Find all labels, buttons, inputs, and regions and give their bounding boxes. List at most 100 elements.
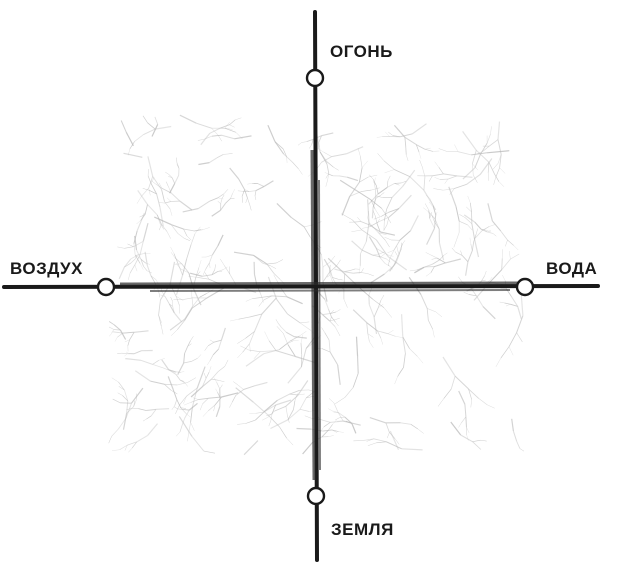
texture-branch — [518, 306, 522, 318]
texture-branch — [182, 298, 193, 300]
texture-branch — [358, 357, 359, 374]
texture-branch — [374, 308, 378, 317]
texture-branch — [157, 194, 160, 207]
texture-branch — [509, 347, 513, 356]
texture-branch — [387, 181, 388, 188]
texture-branch — [179, 396, 186, 405]
texture-branch — [464, 292, 469, 294]
texture-branch — [188, 378, 196, 383]
texture-branch — [387, 432, 389, 438]
texture-branch — [404, 353, 406, 367]
texture-branch — [322, 349, 330, 352]
texture-branch — [388, 334, 396, 337]
texture-branch — [280, 427, 287, 438]
texture-branch — [209, 366, 211, 372]
texture-branch — [184, 361, 192, 363]
texture-branch — [381, 257, 387, 259]
texture-branch — [278, 323, 281, 327]
texture-branch — [485, 271, 487, 276]
texture-branch — [122, 353, 128, 354]
texture-branch — [210, 128, 221, 133]
texture-branch — [244, 386, 255, 390]
texture-branch — [388, 132, 393, 135]
texture-branch — [184, 238, 190, 240]
texture-branch — [392, 186, 403, 197]
texture-branch — [459, 221, 467, 225]
texture-branch — [429, 176, 432, 182]
texture-branch — [245, 190, 248, 198]
texture-branch — [387, 197, 393, 209]
texture-branch — [185, 306, 193, 319]
texture-branch — [221, 125, 230, 128]
texture-branch — [322, 328, 325, 333]
texture-branch — [521, 294, 523, 316]
texture-branch — [218, 366, 225, 371]
texture-branch — [181, 371, 185, 372]
texture-branch — [422, 167, 425, 177]
texture-branch — [246, 420, 256, 423]
texture-branch — [359, 168, 362, 183]
texture-branch — [489, 162, 495, 174]
node-right — [517, 279, 533, 295]
vertical-axis-rough-2 — [319, 180, 320, 470]
texture-branch — [354, 222, 361, 223]
texture-branch — [170, 184, 175, 194]
texture-branch — [130, 332, 135, 340]
texture-branch — [402, 314, 403, 337]
texture-branch — [301, 348, 306, 367]
texture-branch — [368, 334, 370, 342]
texture-branch — [174, 313, 181, 322]
texture-branch — [147, 416, 152, 419]
texture-branch — [187, 433, 188, 441]
texture-branch — [472, 150, 476, 164]
texture-branch — [385, 240, 389, 247]
texture-branch — [345, 387, 353, 397]
texture-branch — [172, 178, 175, 184]
texture-branch — [344, 299, 348, 308]
node-top — [307, 70, 323, 86]
texture-branch — [218, 201, 221, 204]
texture-branch — [514, 245, 519, 250]
texture-branch — [268, 125, 275, 142]
texture-branch — [380, 258, 385, 264]
texture-branch — [277, 260, 284, 263]
texture-branch — [213, 349, 218, 355]
texture-branch — [203, 270, 205, 275]
texture-branch — [284, 154, 293, 162]
texture-branch — [199, 260, 201, 268]
texture-branch — [239, 179, 245, 190]
texture-branch — [427, 308, 436, 311]
texture-branch — [176, 374, 180, 380]
texture-branch — [444, 389, 451, 398]
texture-branch — [496, 358, 501, 367]
texture-branch — [271, 414, 272, 421]
texture-branch — [433, 189, 443, 191]
texture-branch — [242, 190, 245, 197]
label-left: ВОЗДУХ — [10, 259, 83, 278]
texture-branch — [471, 244, 473, 251]
texture-branch — [328, 409, 332, 411]
texture-branch — [322, 255, 323, 267]
texture-branch — [277, 299, 288, 314]
texture-branch — [226, 199, 231, 204]
texture-branch — [176, 372, 181, 373]
texture-branch — [214, 340, 222, 342]
texture-branch — [287, 297, 303, 304]
texture-branch — [508, 240, 514, 245]
texture-branch — [191, 358, 197, 361]
texture-branch — [126, 132, 133, 146]
texture-branch — [198, 201, 209, 208]
texture-branch — [466, 417, 467, 427]
texture-branch — [292, 162, 298, 169]
texture-branch — [330, 352, 338, 365]
texture-branch — [165, 172, 169, 174]
texture-branch — [145, 205, 147, 215]
texture-branch — [212, 135, 222, 136]
texture-branch — [167, 198, 171, 202]
texture-branch — [230, 120, 236, 125]
texture-branch — [318, 149, 324, 153]
texture-branch — [488, 173, 489, 181]
texture-branch — [335, 326, 338, 332]
texture-branch — [216, 407, 220, 417]
texture-branch — [362, 250, 373, 255]
